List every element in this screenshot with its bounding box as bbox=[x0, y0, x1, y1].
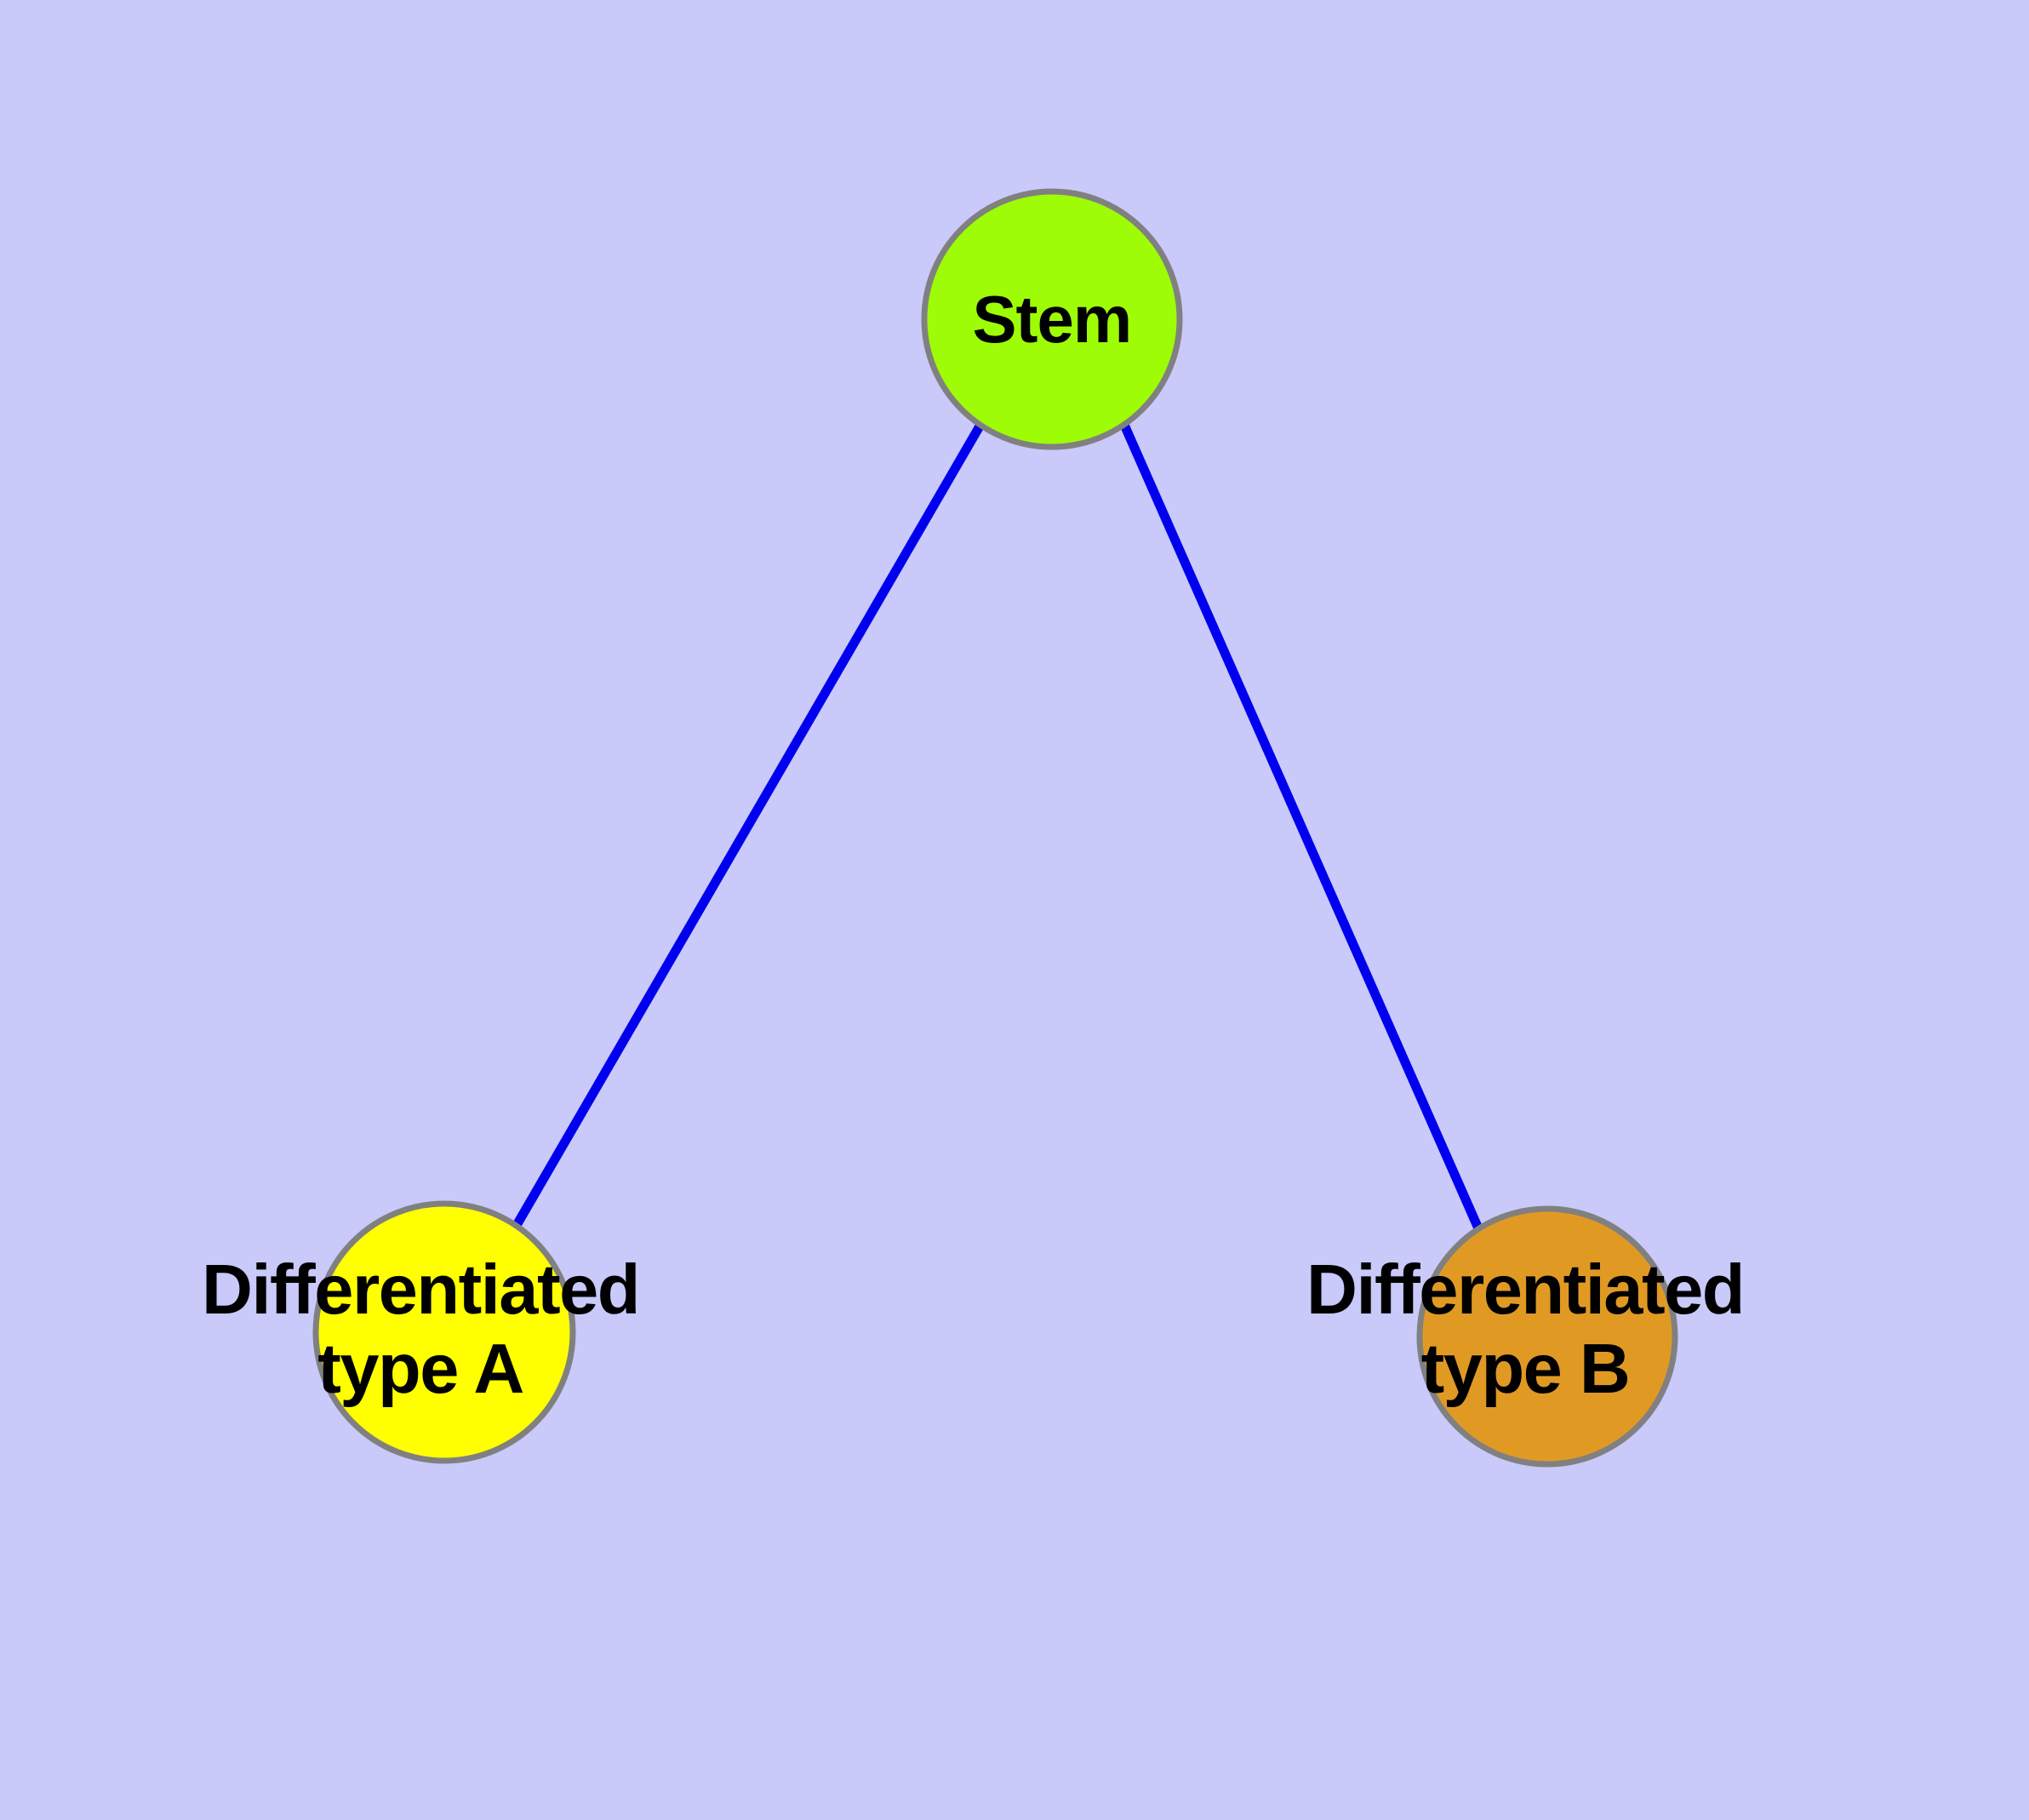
edge-stem-diff-a[interactable] bbox=[512, 422, 985, 1229]
edge-stem-diff-b[interactable] bbox=[1119, 422, 1483, 1231]
node-circle-stem[interactable] bbox=[921, 188, 1183, 450]
node-circle-diff_b[interactable] bbox=[1416, 1205, 1678, 1468]
edges-group bbox=[512, 422, 1483, 1231]
nodes-group bbox=[312, 188, 1678, 1468]
node-circle-diff_a[interactable] bbox=[312, 1200, 576, 1464]
